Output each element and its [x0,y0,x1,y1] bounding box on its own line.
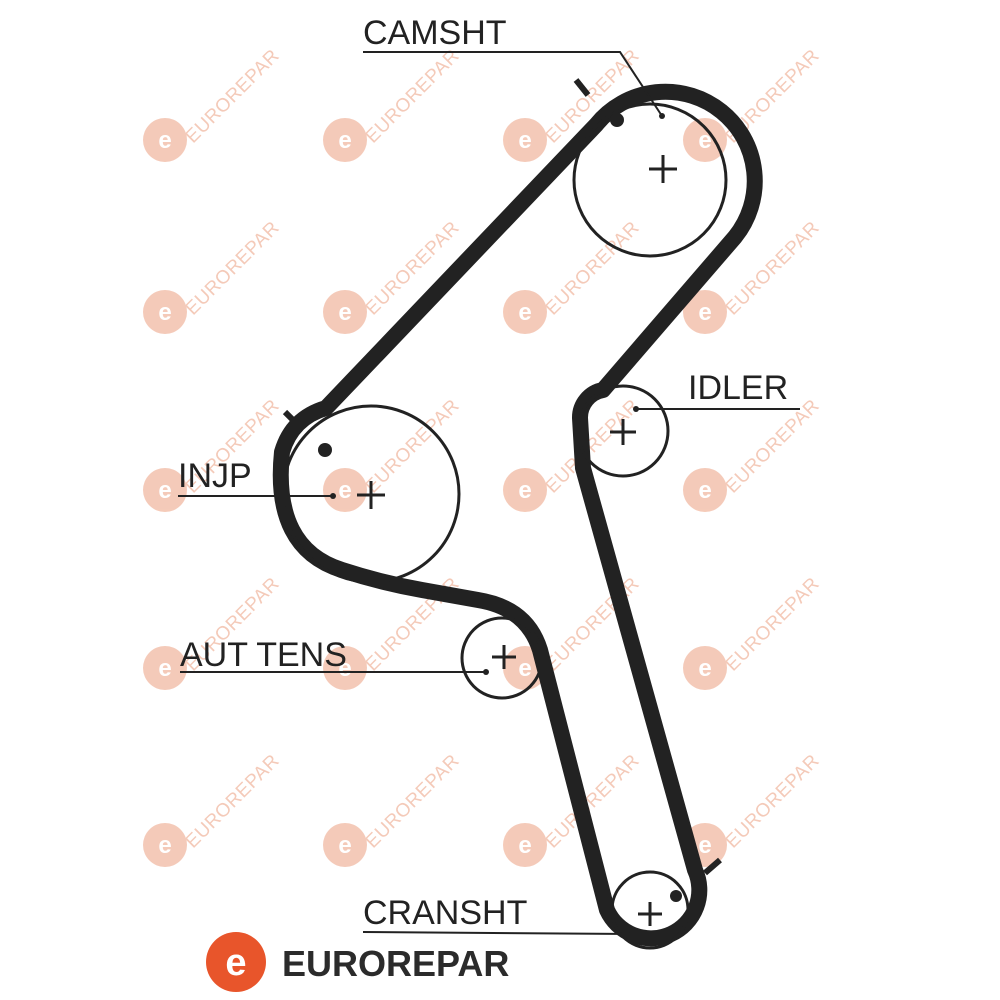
watermark-logo-letter: e [518,299,531,326]
camshaft-center-cross [649,155,677,183]
watermark-logo-letter: e [698,477,711,504]
leader-lines [178,51,800,935]
label-injection-pump: INJP [178,457,252,495]
watermark-logo-letter: e [338,299,351,326]
watermark-logo-letter: e [158,299,171,326]
idler-center-cross [610,419,636,445]
camshaft-timing-dot [610,113,624,127]
watermark-logo-letter: e [698,299,711,326]
watermark-logo-icon [323,646,367,690]
watermark-logo-letter: e [518,477,531,504]
watermark-logo-icon [503,118,547,162]
label-camshaft: CAMSHT [363,14,507,52]
watermark-logo-letter: e [518,832,531,859]
label-auto-tensioner: AUT TENS [180,636,347,674]
belt-timing-marks [282,78,722,876]
watermark-tile: e EUROREPAR [683,750,824,867]
watermark-text: EUROREPAR [182,217,284,319]
auto-tensioner-pulley [460,616,544,700]
watermark-tile: e EUROREPAR [323,395,464,512]
watermark-text: EUROREPAR [182,45,284,147]
watermark-logo-icon [143,823,187,867]
label-idler: IDLER [688,369,788,407]
timing-belt [272,83,763,947]
watermark-logo-letter: e [698,832,711,859]
watermark-tile: e EUROREPAR [143,45,284,162]
watermark-logo-icon [683,646,727,690]
watermark-logo-letter: e [518,127,531,154]
camshaft-pulley [572,102,728,258]
watermark-logo-icon [683,290,727,334]
watermark-logo-icon [323,823,367,867]
watermark-tile: e EUROREPAR [143,217,284,334]
watermark-tile: e EUROREPAR [143,750,284,867]
injection-pump-center-cross [357,481,385,509]
watermark-tile: e EUROREPAR [323,45,464,162]
watermark-logo-letter: e [698,127,711,154]
watermark-logo-letter: e [158,127,171,154]
watermark-logo-icon [323,290,367,334]
watermark-logo-letter: e [338,655,351,682]
watermark-text: EUROREPAR [362,395,464,497]
watermark-logo-letter: e [158,832,171,859]
watermark-text: EUROREPAR [182,750,284,852]
injection-pump-pulley [281,404,461,584]
label-crankshaft: CRANSHT [363,894,527,932]
watermark-text: EUROREPAR [722,395,824,497]
watermark-logo-letter: e [698,655,711,682]
brand-logo-icon [206,932,266,992]
watermark-text: EUROREPAR [542,217,644,319]
watermark-tile: e EUROREPAR [683,395,824,512]
watermark-tile: e EUROREPAR [323,750,464,867]
watermark-text: EUROREPAR [362,45,464,147]
watermark-logo-icon [503,290,547,334]
injection-pump-timing-dot [318,443,332,457]
brand-name: EUROREPAR [282,943,509,984]
watermark-logo-icon [143,646,187,690]
watermark-logo-icon [323,118,367,162]
crankshaft-pulley [610,870,690,950]
watermark-logo-letter: e [338,477,351,504]
auto-tensioner-center-cross [492,645,516,669]
watermark-logo-icon [683,468,727,512]
crankshaft-center-cross [638,902,662,926]
watermark-logo-letter: e [158,655,171,682]
watermark-logo-icon [683,118,727,162]
watermark-tile: e EUROREPAR [503,217,644,334]
watermark-text: EUROREPAR [362,750,464,852]
watermark-logo-icon [503,468,547,512]
watermark-logo-letter: e [518,655,531,682]
crankshaft-timing-dot [670,890,682,902]
watermark-logo-letter: e [338,127,351,154]
watermark-tile: e EUROREPAR [683,573,824,690]
watermark-text: EUROREPAR [722,750,824,852]
watermark-logo-icon [143,468,187,512]
watermark-logo-icon [143,118,187,162]
watermark-logo-icon [143,290,187,334]
watermark-logo-letter: e [158,477,171,504]
idler-pulley [576,384,670,478]
brand-logo-letter: e [225,942,246,984]
watermark-text: EUROREPAR [722,573,824,675]
watermark-logo-letter: e [338,832,351,859]
watermark-logo-icon [323,468,367,512]
brand-logo: e EUROREPAR [206,932,509,992]
watermark-logo-icon [503,823,547,867]
